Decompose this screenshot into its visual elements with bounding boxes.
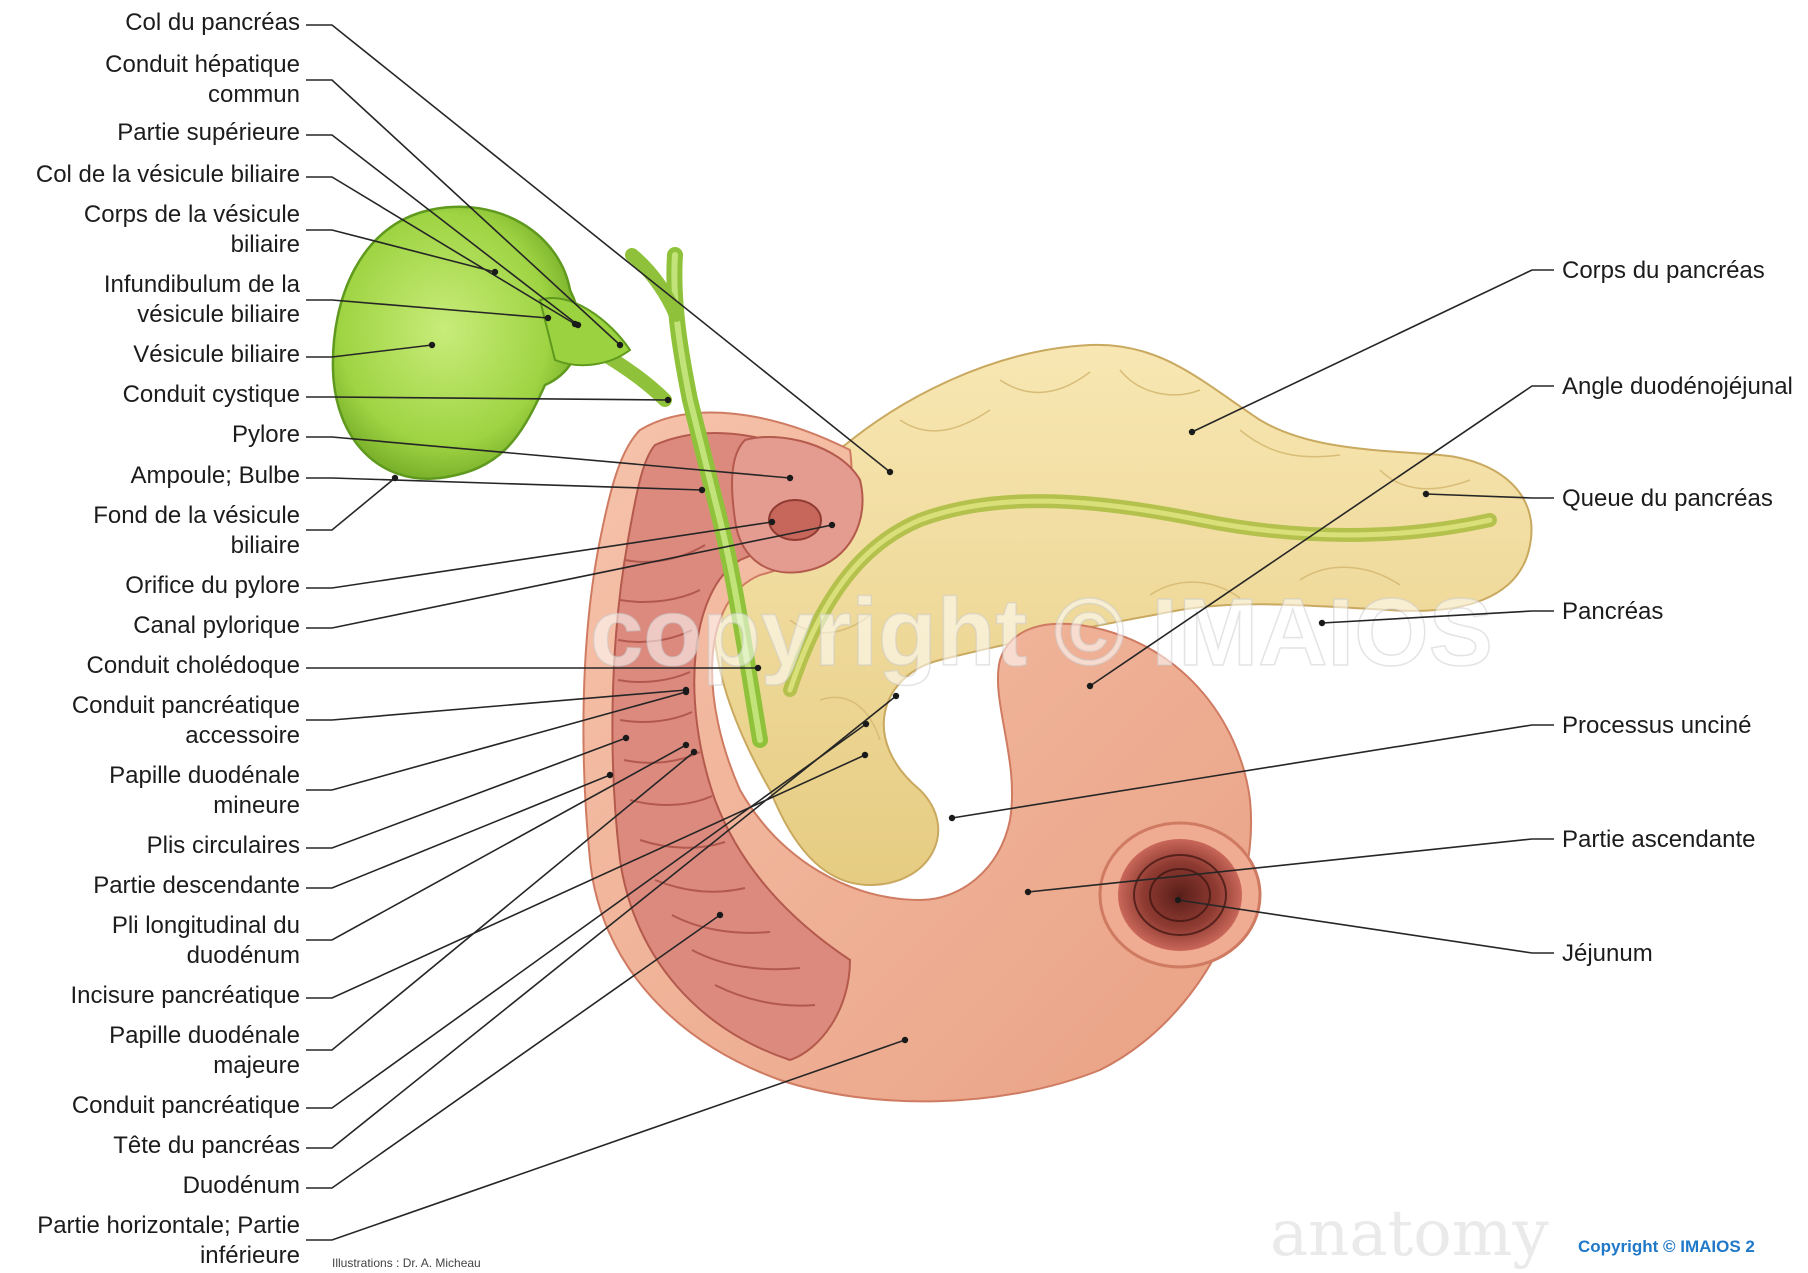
leader-dot: [492, 269, 498, 275]
label-text: Conduit pancréatique: [72, 1092, 300, 1119]
label-text: duodénum: [187, 942, 300, 969]
pylorus-orifice: [769, 500, 821, 540]
label-text: Papille duodénale: [109, 1022, 300, 1049]
leader-dot: [691, 749, 697, 755]
leader-dot: [893, 693, 899, 699]
label-corps-du-pancreas: Corps du pancréas: [1189, 257, 1765, 435]
label-text: Col du pancréas: [125, 9, 300, 36]
label-text: mineure: [213, 792, 300, 819]
leader-dot: [1189, 429, 1195, 435]
leader-dot: [887, 469, 893, 475]
leader-dot: [1175, 897, 1181, 903]
leader-dot: [665, 397, 671, 403]
label-text: biliaire: [231, 532, 300, 559]
label-text: Angle duodénojéjunal: [1562, 373, 1793, 400]
leader-dot: [1025, 889, 1031, 895]
leader-dot: [949, 815, 955, 821]
label-text: Ampoule; Bulbe: [131, 462, 300, 489]
label-text: Orifice du pylore: [125, 572, 300, 599]
brand-watermark: anatomy: [1270, 1197, 1549, 1271]
label-text: Pancréas: [1562, 598, 1663, 625]
label-text: accessoire: [185, 722, 300, 749]
label-text: Duodénum: [183, 1172, 300, 1199]
label-text: biliaire: [231, 231, 300, 258]
gallbladder: [333, 207, 580, 479]
leader-dot: [623, 735, 629, 741]
leader-dot: [717, 912, 723, 918]
leader-dot: [607, 772, 613, 778]
leader-dot: [769, 519, 775, 525]
leader-dot: [617, 342, 623, 348]
label-text: vésicule biliaire: [137, 301, 300, 328]
leader-dot: [392, 475, 398, 481]
label-text: Fond de la vésicule: [93, 502, 300, 529]
illustration-credit: Illustrations : Dr. A. Micheau: [332, 1256, 481, 1270]
label-text: Incisure pancréatique: [71, 982, 300, 1009]
label-text: majeure: [213, 1052, 300, 1079]
leader-dot: [699, 487, 705, 493]
label-text: Partie horizontale; Partie: [37, 1212, 300, 1239]
label-text: Conduit hépatique: [105, 51, 300, 78]
label-text: Pylore: [232, 421, 300, 448]
label-text: Processus unciné: [1562, 712, 1751, 739]
label-text: Conduit cholédoque: [86, 652, 300, 679]
leader-dot: [572, 321, 578, 327]
leader-dot: [683, 689, 689, 695]
label-text: Papille duodénale: [109, 762, 300, 789]
gallbladder-neck: [540, 298, 630, 365]
label-text: Partie ascendante: [1562, 826, 1755, 853]
leader-dot: [545, 315, 551, 321]
watermark: copyright © IMAIOS: [590, 579, 1493, 686]
label-text: Partie supérieure: [117, 119, 300, 146]
leader-dot: [683, 742, 689, 748]
label-text: Conduit cystique: [123, 381, 300, 408]
label-text: Pli longitudinal du: [112, 912, 300, 939]
leader-dot: [902, 1037, 908, 1043]
leader-dot: [862, 752, 868, 758]
label-text: Partie descendante: [93, 872, 300, 899]
copyright-footer: Copyright © IMAIOS 2: [1578, 1237, 1755, 1256]
leader-dot: [1423, 491, 1429, 497]
leader-line: [306, 478, 395, 530]
label-text: Infundibulum de la: [104, 271, 301, 298]
label-text: Jéjunum: [1562, 940, 1653, 967]
label-text: Corps du pancréas: [1562, 257, 1765, 284]
label-text: Conduit pancréatique: [72, 692, 300, 719]
label-text: Col de la vésicule biliaire: [36, 161, 300, 188]
leader-dot: [829, 522, 835, 528]
leader-line: [306, 738, 626, 848]
leader-dot: [429, 342, 435, 348]
leader-dot: [1319, 620, 1325, 626]
label-text: Plis circulaires: [147, 832, 300, 859]
label-text: Queue du pancréas: [1562, 485, 1773, 512]
label-text: Vésicule biliaire: [133, 341, 300, 368]
label-text: inférieure: [200, 1242, 300, 1269]
label-text: commun: [208, 81, 300, 108]
label-text: Canal pylorique: [133, 612, 300, 639]
leader-dot: [755, 665, 761, 671]
label-text: Tête du pancréas: [113, 1132, 300, 1159]
leader-dot: [787, 475, 793, 481]
leader-dot: [1087, 683, 1093, 689]
label-text: Corps de la vésicule: [84, 201, 300, 228]
